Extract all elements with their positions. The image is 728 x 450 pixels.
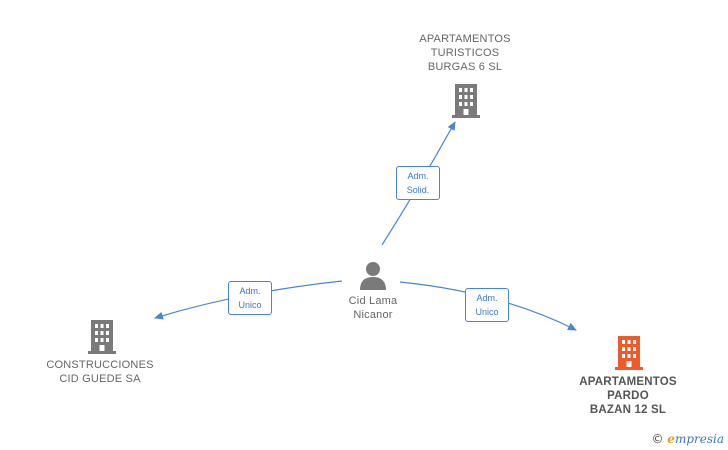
node-company-pardo[interactable]: APARTAMENTOS PARDO BAZAN 12 SL — [560, 336, 696, 422]
company-name-burgas: APARTAMENTOS TURISTICOS BURGAS 6 SL — [419, 33, 511, 73]
company-name-pardo: APARTAMENTOS PARDO BAZAN 12 SL — [579, 376, 677, 416]
edge-label-type: Solid. — [406, 185, 430, 195]
edge-label-pardo[interactable]: Adm. Unico — [465, 288, 509, 322]
edge-label-type: Unico — [238, 300, 262, 310]
edge-label-guede[interactable]: Adm. Unico — [228, 281, 272, 315]
brand-initial: e — [667, 432, 675, 446]
building-icon — [452, 84, 480, 118]
node-company-guede[interactable]: CONSTRUCCIONES CID GUEDE SA — [30, 318, 170, 390]
node-person[interactable]: Cid Lama Nicanor — [320, 256, 426, 326]
edge-label-role: Adm. — [407, 171, 429, 181]
edge-label-role: Adm. — [239, 286, 261, 296]
person-icon — [360, 262, 386, 290]
person-name: Cid Lama Nicanor — [348, 295, 398, 321]
node-company-burgas[interactable]: APARTAMENTOS TURISTICOS BURGAS 6 SL — [400, 32, 530, 122]
company-name-guede: CONSTRUCCIONES CID GUEDE SA — [46, 359, 154, 385]
building-icon — [88, 320, 116, 354]
edge-label-type: Unico — [475, 307, 499, 317]
copyright-symbol: © — [651, 432, 664, 446]
brand-name: mpresia — [674, 432, 724, 446]
edge-label-role: Adm. — [476, 293, 498, 303]
edge-label-burgas[interactable]: Adm. Solid. — [396, 166, 440, 200]
building-icon — [615, 336, 643, 370]
empresia-watermark: © empresia — [651, 432, 724, 446]
